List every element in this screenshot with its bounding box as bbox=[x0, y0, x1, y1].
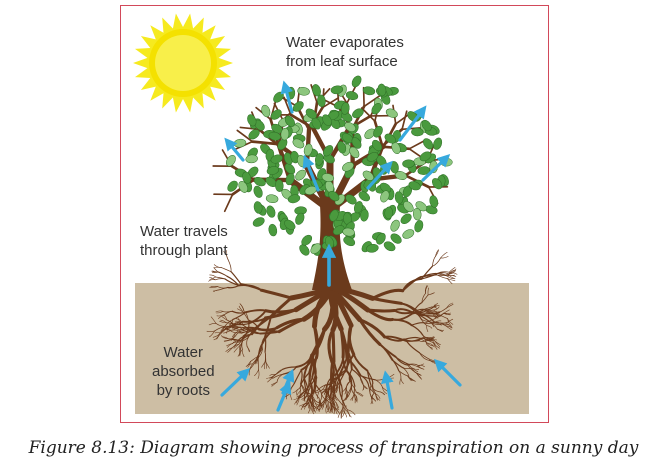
label-line: absorbed bbox=[152, 363, 215, 380]
label-line: by roots bbox=[156, 382, 210, 399]
label-water-travels: Water travels through plant bbox=[140, 222, 228, 260]
label-line: through plant bbox=[140, 242, 228, 259]
label-line: Water travels bbox=[140, 223, 228, 240]
label-water-absorbed: Water absorbed by roots bbox=[152, 343, 215, 400]
label-line: from leaf surface bbox=[286, 53, 398, 70]
evaporation-arrows bbox=[224, 80, 451, 192]
label-line: Water bbox=[163, 344, 203, 361]
label-line: Water evaporates bbox=[286, 34, 404, 51]
tree-leaves bbox=[225, 75, 453, 256]
figure-caption: Figure 8.13: Diagram showing process of … bbox=[28, 438, 639, 458]
absorption-arrows bbox=[220, 358, 462, 412]
sun-icon bbox=[133, 13, 233, 113]
label-water-evaporates: Water evaporates from leaf surface bbox=[286, 33, 404, 71]
